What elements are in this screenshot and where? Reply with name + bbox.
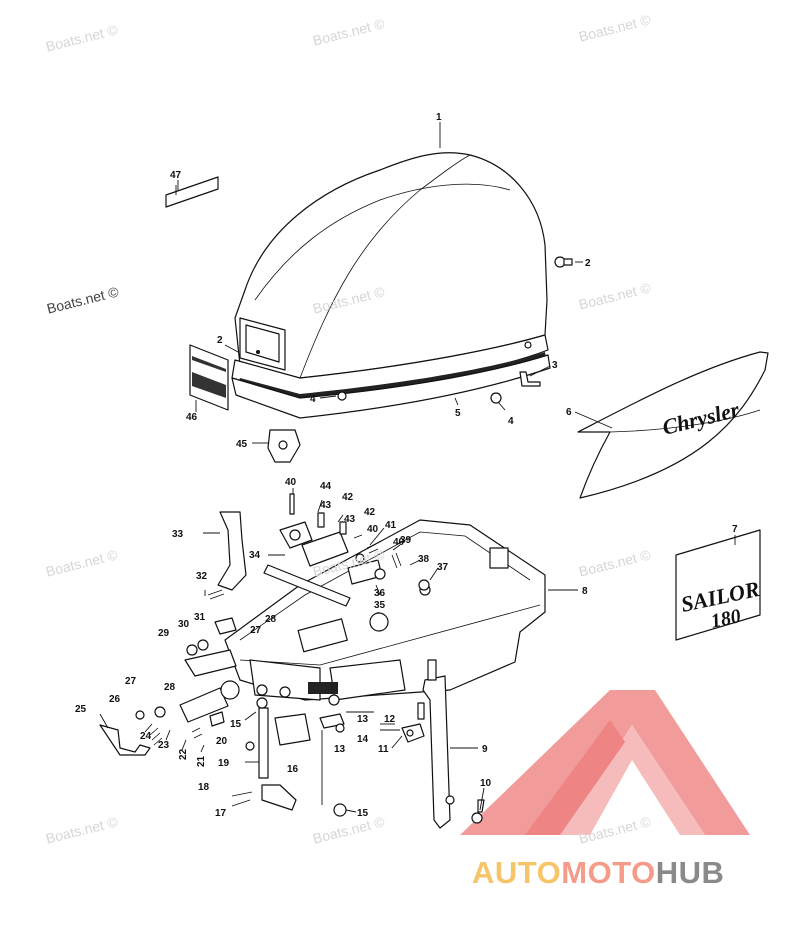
automotohub-logo-mark — [460, 690, 750, 835]
callout-44: 44 — [320, 481, 332, 492]
callout-35: 35 — [374, 600, 386, 611]
decal-46 — [189, 344, 229, 411]
decal-47 — [165, 176, 219, 208]
callout-4: 4 — [310, 394, 316, 405]
callout-39: 39 — [400, 535, 412, 546]
fastener-15 — [333, 803, 347, 817]
callout-32: 32 — [196, 571, 208, 582]
bolt-10 — [471, 799, 485, 824]
callout-6: 6 — [566, 407, 572, 418]
callout-30: 30 — [178, 619, 190, 630]
callout-21: 21 — [196, 755, 207, 767]
callout-43: 43 — [320, 500, 332, 511]
sailor-decal: SAILOR 180 — [675, 529, 762, 641]
chrysler-side-decal: Chrysler — [577, 351, 769, 499]
callout-5: 5 — [455, 408, 461, 419]
brand-hub: HUB — [655, 855, 725, 890]
callout-27: 27 — [250, 625, 262, 636]
callout-28: 28 — [265, 614, 277, 625]
callout-43: 43 — [344, 514, 356, 525]
bracket-29-31 — [184, 617, 237, 677]
callout-2: 2 — [217, 335, 223, 346]
callout-27: 27 — [125, 676, 137, 687]
callout-45: 45 — [236, 439, 248, 450]
brand-moto: MOTO — [561, 855, 656, 890]
callout-28: 28 — [164, 682, 176, 693]
lower-motor-pan — [224, 519, 546, 701]
callout-40: 40 — [367, 524, 379, 535]
linkage-34-44 — [263, 493, 430, 607]
callout-2: 2 — [585, 258, 591, 269]
lever-33 — [217, 511, 247, 591]
callout-40: 40 — [285, 477, 297, 488]
callout-17: 17 — [215, 808, 227, 819]
callout-37: 37 — [437, 562, 449, 573]
hook-3 — [519, 371, 541, 387]
latch-45 — [267, 429, 301, 463]
automotohub-wordmark: AUTOMOTOHUB — [472, 855, 724, 891]
pin-32 — [207, 589, 225, 600]
callout-8: 8 — [582, 586, 588, 597]
callout-10: 10 — [480, 778, 492, 789]
callout-25: 25 — [75, 704, 87, 715]
callout-46: 46 — [186, 412, 198, 423]
callout-19: 19 — [218, 758, 230, 769]
callout-18: 18 — [198, 782, 210, 793]
bracket-9 — [422, 659, 455, 829]
leader-lines — [99, 122, 736, 813]
fittings-11-14 — [319, 694, 425, 743]
callout-42: 42 — [342, 492, 354, 503]
callout-15: 15 — [357, 808, 369, 819]
callout-3: 3 — [552, 360, 558, 371]
callout-4: 4 — [508, 416, 514, 427]
callout-11: 11 — [378, 744, 389, 755]
engine-cover-hood — [231, 152, 573, 419]
callout-16: 16 — [287, 764, 299, 775]
callout-24: 24 — [140, 731, 152, 742]
callout-15: 15 — [230, 719, 242, 730]
callout-42: 42 — [364, 507, 376, 518]
callout-labels: 1 2 2 3 4 4 5 6 7 8 9 10 11 12 13 13 14 … — [75, 112, 738, 819]
steering-arm-16-19 — [231, 697, 311, 811]
callout-9: 9 — [482, 744, 488, 755]
callout-34: 34 — [249, 550, 261, 561]
callout-13: 13 — [357, 714, 369, 725]
callout-1: 1 — [436, 112, 442, 123]
fastener-4 — [490, 392, 502, 404]
callout-7: 7 — [732, 524, 738, 535]
callout-20: 20 — [216, 736, 228, 747]
callout-23: 23 — [158, 740, 170, 751]
callout-13: 13 — [334, 744, 346, 755]
callout-33: 33 — [172, 529, 184, 540]
callout-29: 29 — [158, 628, 170, 639]
brand-auto: AUTO — [472, 855, 562, 890]
callout-40: 40 — [393, 537, 405, 548]
callout-14: 14 — [357, 734, 369, 745]
callout-36: 36 — [374, 588, 386, 599]
callout-22: 22 — [178, 748, 189, 760]
callout-38: 38 — [418, 554, 430, 565]
callout-31: 31 — [194, 612, 206, 623]
shift-linkage-20-28 — [99, 680, 240, 756]
callout-41: 41 — [385, 520, 397, 531]
callout-26: 26 — [109, 694, 121, 705]
model-number-text: 180 — [709, 605, 743, 633]
callout-12: 12 — [384, 714, 396, 725]
callout-47: 47 — [170, 170, 182, 181]
